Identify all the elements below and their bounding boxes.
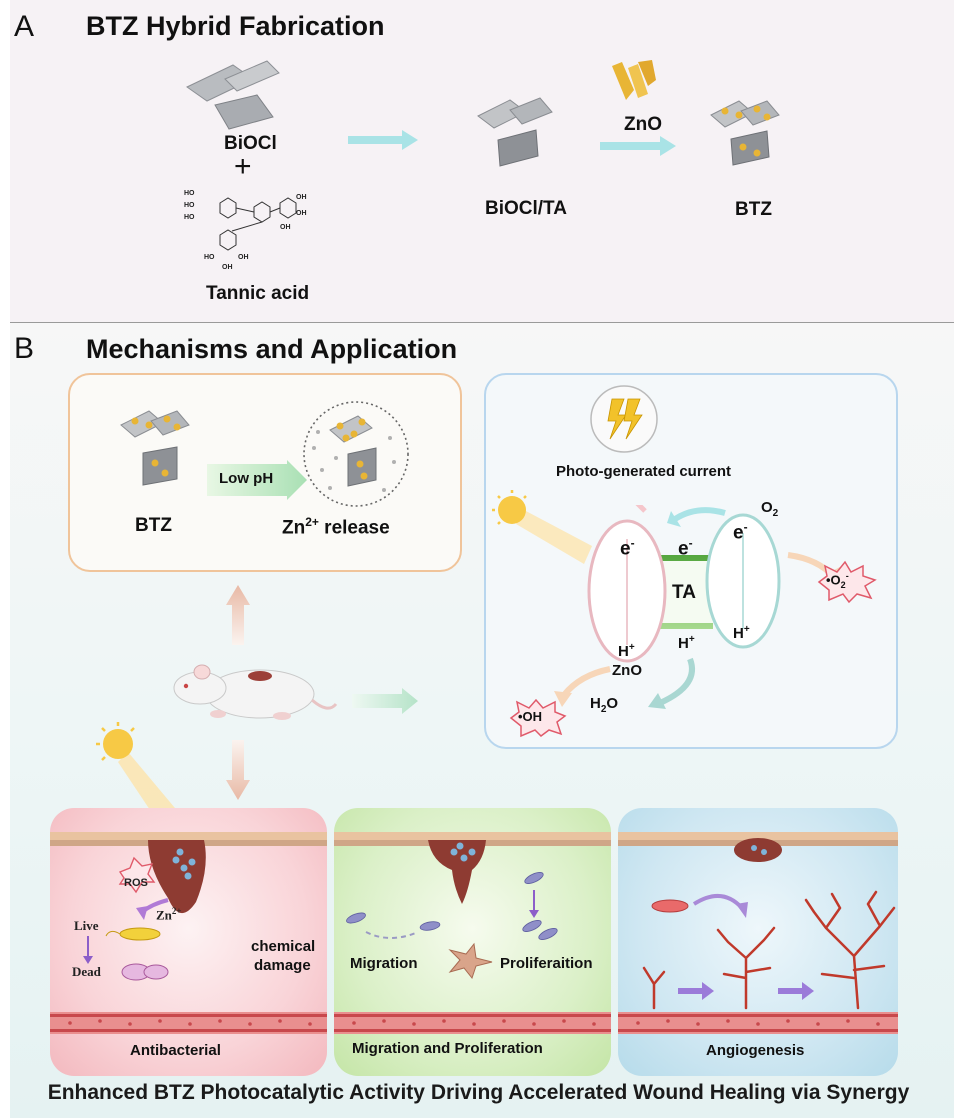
oh-label: OH (296, 210, 307, 217)
hydroxyl-label: •OH (518, 709, 543, 724)
bioci-label: BiOCl (224, 133, 277, 154)
damage-label: damage (254, 957, 311, 974)
sun-icon (492, 490, 592, 564)
rat-illustration (173, 664, 338, 720)
low-ph-arrow-icon (207, 460, 307, 500)
oh-label: OH (238, 254, 249, 261)
band-structure-diagram (587, 505, 781, 663)
migration-label: Migration (350, 955, 418, 972)
oh-label: OH (296, 194, 307, 201)
hydroxyl-burst (509, 698, 567, 738)
angiogenesis-tissue (618, 832, 898, 1034)
arrow-right-icon (352, 688, 418, 714)
ho-label: HO (184, 190, 195, 197)
tannic-acid-label: Tannic acid (206, 283, 310, 304)
antibacterial-tissue (50, 832, 327, 1034)
oh-label: OH (222, 264, 233, 270)
ho-label: HO (184, 214, 195, 221)
zn-ion-label: Zn2+ (156, 906, 182, 923)
chemical-label: chemical (251, 938, 316, 955)
bioci-ta-illustration (477, 97, 553, 167)
btz-particle-icon (120, 410, 190, 486)
arrow-right-icon (600, 136, 676, 156)
panel-b-title: Mechanisms and Application (86, 334, 458, 364)
migration-tissue (334, 832, 611, 1034)
electron-label: e- (678, 536, 693, 560)
superoxide-burst (817, 560, 877, 604)
photo-current-label: Photo-generated current (556, 463, 732, 480)
panel-a-letter: A (14, 10, 35, 43)
ta-label: TA (672, 582, 696, 603)
btz-box-label: BTZ (135, 515, 172, 536)
live-label: Live (74, 918, 99, 933)
ho-label: HO (184, 202, 195, 209)
ros-label: ROS (124, 877, 148, 889)
hole-label: H+ (733, 624, 750, 642)
hole-label: H+ (678, 634, 695, 652)
lightning-icon (590, 385, 658, 453)
panel-b-letter: B (14, 332, 35, 365)
bioci-sheets-illustration (186, 60, 280, 130)
tannic-acid-structure: HO HO HO OH OH OH HO OH OH (184, 190, 307, 270)
superoxide-label: •O2- (826, 571, 849, 590)
zno-band-label: ZnO (612, 662, 642, 679)
oh-label: OH (280, 224, 291, 231)
proliferation-label: Proliferaition (500, 955, 593, 972)
angiogenesis-caption: Angiogenesis (706, 1042, 805, 1059)
arrow-down-icon (226, 740, 250, 800)
migration-caption: Migration and Proliferation (352, 1040, 543, 1057)
dead-label: Dead (72, 964, 101, 979)
ho-label: HO (204, 254, 215, 261)
oxidation-arrows (554, 657, 695, 709)
btz-label: BTZ (735, 199, 772, 220)
hole-label: H+ (618, 642, 635, 660)
plus-sign: + (234, 150, 252, 183)
low-ph-label: Low pH (219, 470, 274, 487)
zn-release-label: Zn2+ release (282, 515, 390, 539)
electron-label: e- (620, 536, 635, 560)
zno-crystals-illustration (612, 60, 656, 100)
antibacterial-caption: Antibacterial (130, 1042, 221, 1059)
zn-release-circle (303, 401, 409, 507)
bioci-ta-label: BiOCl/TA (485, 198, 567, 219)
btz-illustration (710, 100, 780, 166)
arrow-right-icon (348, 130, 418, 150)
panel-a (10, 0, 954, 323)
zno-label: ZnO (624, 114, 662, 135)
panel-a-title: BTZ Hybrid Fabrication (86, 11, 385, 41)
arrow-up-icon (226, 585, 250, 645)
electron-label: e- (733, 520, 748, 544)
o2-label: O2 (761, 499, 779, 519)
footer-caption: Enhanced BTZ Photocatalytic Activity Dri… (47, 1081, 910, 1104)
h2o-label: H2O (590, 695, 619, 715)
